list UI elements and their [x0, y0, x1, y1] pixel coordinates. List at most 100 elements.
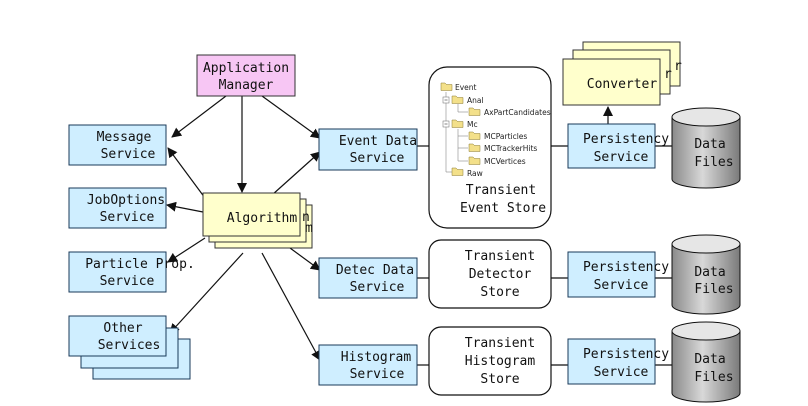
tree-item-mctrackerhits: MCTrackerHits [458, 143, 537, 153]
folder-icon [468, 107, 481, 116]
transient-detector-store: Transient Detector Store [428, 239, 552, 309]
persistency-service-box-histogram: Persistency Service [567, 338, 669, 385]
algorithm-label: Algorithm [227, 211, 298, 226]
message-service-label-1: Message [97, 130, 152, 145]
converter-back-1-label: r [664, 67, 672, 82]
arrow-alg-to-detecdata [289, 247, 321, 271]
arrow-alg-to-particleprop [167, 237, 206, 263]
persistency-service-event-label-2: Service [594, 150, 649, 165]
persistency-service-box-event: Persistency Service [567, 123, 669, 169]
tree-label-axpartcandidates: AxPartCandidates [484, 108, 551, 117]
arrow-alg-to-message [167, 147, 206, 199]
event-data-service-label-2: Service [350, 151, 405, 166]
transient-event-store: Event Anal AxPartCandidates Mc [428, 66, 552, 229]
tree-item-mc: Mc [442, 119, 478, 129]
event-data-service-label-1: Event Data [339, 134, 417, 149]
transient-histogram-store-label-3: Store [480, 372, 519, 387]
tree-item-event: Event [440, 82, 477, 92]
other-services-stack: Other Services [68, 315, 191, 380]
application-manager-label-1: Application [203, 61, 289, 76]
detec-data-service-box: Detec Data Service [318, 257, 418, 299]
message-service-label-2: Service [101, 147, 156, 162]
folder-icon [451, 167, 464, 176]
folder-icon [468, 156, 481, 165]
persistency-service-histogram-label-1: Persistency [583, 347, 669, 362]
tree-label-mc: Mc [467, 120, 478, 129]
joboptions-service-box: JobOptions Service [68, 187, 167, 229]
application-manager-label-2: Manager [219, 78, 274, 93]
data-files-cylinder-2: Data Files [671, 234, 741, 315]
histogram-service-label-1: Histogram [341, 350, 412, 365]
folder-icon [468, 143, 481, 152]
other-services-front [68, 315, 167, 357]
application-manager-box: Application Manager [196, 54, 296, 97]
particle-prop-service-label-2: Service [100, 274, 155, 289]
transient-histogram-store: Transient Histogram Store [428, 326, 552, 396]
event-data-service-box: Event Data Service [318, 128, 418, 171]
connectors [166, 95, 672, 366]
transient-detector-store-label-3: Store [480, 285, 519, 300]
data-files-3-label-2: Files [694, 370, 733, 385]
data-files-cylinder-1: Data Files [671, 107, 741, 189]
arrow-alg-to-eventdata [271, 151, 321, 196]
data-files-2-label-1: Data [694, 265, 725, 280]
folder-icon [440, 82, 453, 91]
data-files-3-label-1: Data [694, 352, 725, 367]
arrow-appmgr-to-message [171, 95, 227, 138]
folder-icon [468, 131, 481, 140]
tree-item-mcparticles: MCParticles [458, 131, 527, 141]
event-tree: Event Anal AxPartCandidates Mc [440, 82, 551, 178]
tree-item-axpartcandidates: AxPartCandidates [458, 107, 551, 117]
converter-stack: r r Converter [562, 41, 682, 106]
arrow-alg-to-joboptions [166, 201, 204, 213]
histogram-service-box: Histogram Service [318, 344, 418, 386]
tree-label-mcparticles: MCParticles [484, 132, 527, 141]
converter-back-2-label: r [674, 59, 682, 74]
transient-event-store-label-2: Event Store [460, 201, 546, 216]
algorithm-stack: Algorithm n m [202, 192, 313, 249]
particle-prop-service-box: Particle Prop. Service [68, 251, 195, 293]
tree-label-mctrackerhits: MCTrackerHits [484, 144, 537, 153]
transient-histogram-store-label-1: Transient [465, 336, 535, 351]
transient-event-store-label-1: Transient [466, 183, 536, 198]
folder-icon [451, 119, 464, 128]
tree-item-mcvertices: MCVertices [458, 156, 526, 166]
converter-label: Converter [587, 77, 658, 92]
arrow-alg-to-histogram [261, 252, 321, 361]
particle-prop-service-label-1: Particle Prop. [85, 257, 195, 272]
tree-label-event: Event [455, 83, 477, 92]
arrow-appmgr-to-eventdata [261, 95, 321, 139]
data-files-cylinder-3: Data Files [671, 321, 741, 403]
message-service-box: Message Service [68, 124, 167, 166]
tree-item-anal: Anal [442, 95, 484, 105]
other-services-label-2: Services [98, 338, 161, 353]
arrow-alg-to-other [169, 252, 244, 334]
detec-data-service-label-1: Detec Data [336, 263, 414, 278]
transient-detector-store-label-1: Transient [465, 249, 535, 264]
data-files-1-label-2: Files [694, 155, 733, 170]
folder-icon [451, 95, 464, 104]
algorithm-front [202, 192, 301, 237]
joboptions-service-label-2: Service [100, 210, 155, 225]
tree-item-raw: Raw [446, 167, 483, 178]
other-services-label-1: Other [103, 321, 142, 336]
tree-label-anal: Anal [467, 96, 484, 105]
tree-label-raw: Raw [467, 169, 483, 178]
persistency-service-detector-label-1: Persistency [583, 260, 669, 275]
persistency-service-box-detector: Persistency Service [567, 251, 669, 298]
persistency-service-event-label-1: Persistency [583, 132, 669, 147]
joboptions-service-label-1: JobOptions [87, 193, 165, 208]
persistency-service-histogram-label-2: Service [594, 365, 649, 380]
tree-label-mcvertices: MCVertices [484, 157, 526, 166]
algorithm-back-1-label: n [302, 210, 310, 225]
data-files-2-label-2: Files [694, 282, 733, 297]
histogram-service-label-2: Service [350, 367, 405, 382]
detec-data-service-label-2: Service [350, 280, 405, 295]
algorithm-back-2-label: m [305, 221, 313, 236]
persistency-service-detector-label-2: Service [594, 278, 649, 293]
transient-histogram-store-label-2: Histogram [465, 354, 536, 369]
data-files-1-label-1: Data [694, 137, 725, 152]
transient-detector-store-label-2: Detector [469, 267, 532, 282]
converter-front [562, 58, 661, 106]
